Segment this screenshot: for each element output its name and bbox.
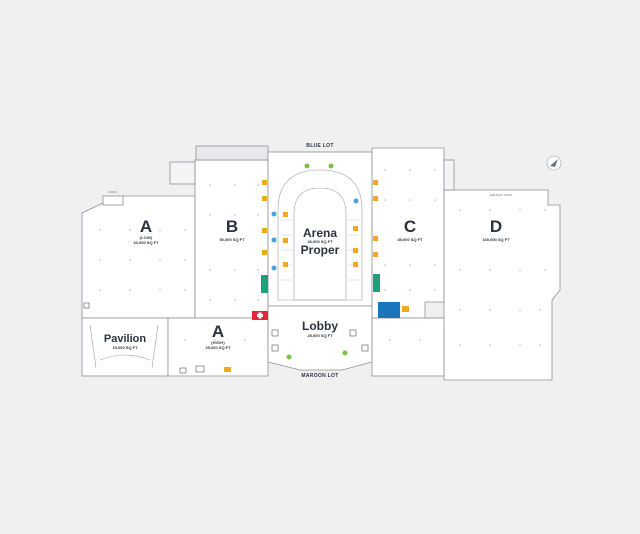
south-corridor	[371, 317, 445, 377]
hall-a-high-label: A (HIGH) 25,000 SQ FT	[190, 323, 246, 350]
hall-a-low-floor	[81, 195, 196, 319]
first-aid-icon	[252, 311, 268, 320]
info-markers	[271, 198, 359, 271]
hall-a-high-letter: A	[211, 322, 225, 341]
maroon-lot-label: MAROON LOT	[301, 373, 339, 379]
compass-icon	[546, 155, 562, 171]
hall-b-annex	[169, 161, 196, 185]
arena-line1: Arena	[302, 226, 337, 240]
hall-a-high-sqft: 25,000 SQ FT	[205, 345, 231, 350]
arena-west-gate	[261, 275, 268, 293]
hall-a-high-floor	[167, 317, 269, 377]
hall-d-letter: D	[489, 217, 503, 236]
hall-c-label: C 35,000 SQ FT	[382, 218, 438, 242]
blue-lot-label: BLUE LOT	[306, 143, 334, 149]
hall-a-low-level: (LOW)	[139, 235, 153, 240]
hall-a-low-label: A (LOW) 20,000 SQ FT	[118, 218, 174, 245]
arena-bowl-outer	[277, 169, 363, 301]
pavilion-floor	[81, 317, 169, 377]
arena-bowl-inner	[293, 187, 347, 301]
arena-sqft: 26,000 SQ FT	[307, 239, 333, 244]
column-grid	[99, 169, 546, 346]
hall-c-sqft: 35,000 SQ FT	[397, 237, 423, 242]
concession-markers	[224, 180, 409, 372]
lobby-sqft: 25,000 SQ FT	[307, 333, 333, 338]
arena-east-gate	[373, 274, 380, 292]
hall-d-annex	[443, 159, 455, 191]
arena-line2: Proper	[300, 243, 340, 257]
east-dock-label: FREIGHT DOCK	[489, 193, 513, 197]
hall-a-low-sqft: 20,000 SQ FT	[133, 240, 159, 245]
hall-b-label: B 50,000 SQ FT	[204, 218, 260, 242]
hall-a-low-letter: A	[139, 217, 153, 236]
hall-d-label: D 100,000 SQ FT	[468, 218, 524, 242]
arena-label: Arena 26,000 SQ FT Proper	[295, 227, 345, 257]
lobby-label: Lobby 25,000 SQ FT	[292, 319, 348, 339]
west-dock	[102, 195, 124, 206]
hall-b-letter: B	[225, 217, 239, 236]
restroom-icon	[83, 302, 369, 374]
hall-d-sqft: 100,000 SQ FT	[482, 237, 510, 242]
north-service-block	[195, 145, 269, 161]
hall-b-sqft: 50,000 SQ FT	[219, 237, 245, 242]
hall-c-letter: C	[403, 217, 417, 236]
green-markers	[286, 163, 348, 360]
hall-a-high-level: (HIGH)	[211, 340, 225, 345]
lobby-stair-block	[378, 302, 400, 318]
lobby-floor	[267, 305, 373, 371]
pavilion-tent-lines	[89, 324, 159, 369]
lobby-name: Lobby	[302, 319, 338, 333]
pavilion-label: Pavilion 15,000 SQ FT	[96, 333, 154, 350]
west-dock-label: DOCK	[108, 190, 118, 194]
pavilion-sqft: 15,000 SQ FT	[112, 345, 138, 350]
pavilion-name: Pavilion	[103, 333, 147, 345]
